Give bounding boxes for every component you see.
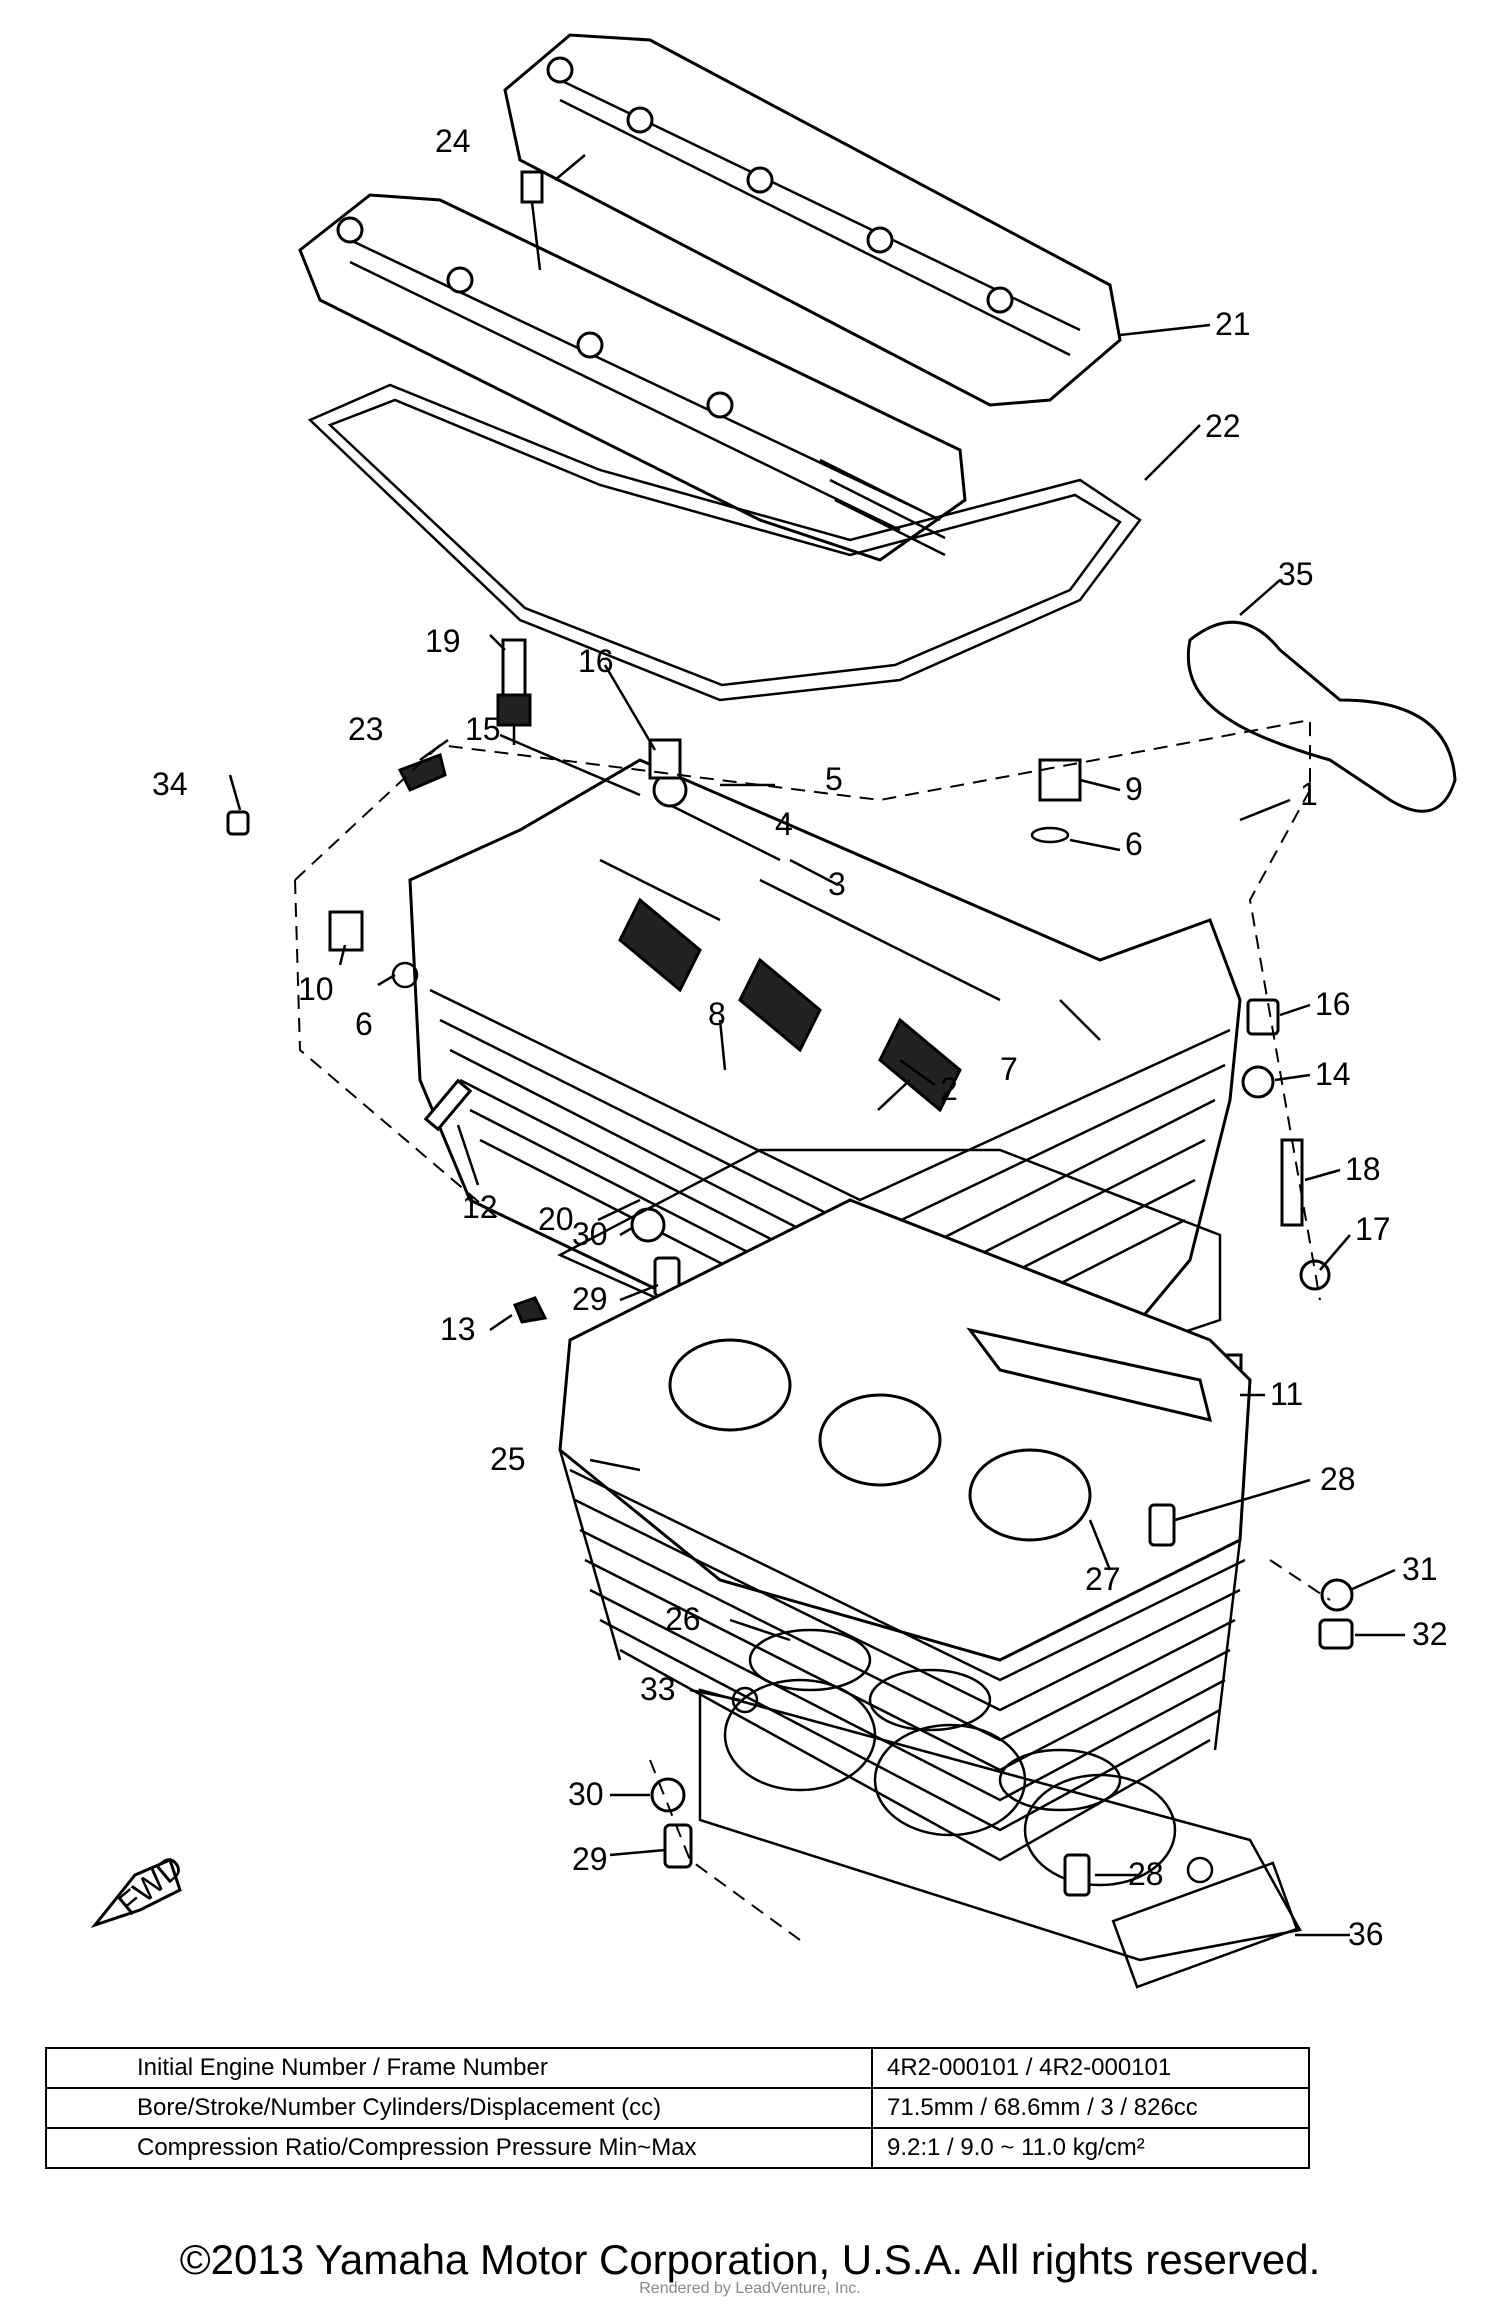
callout-18: 18 (1345, 1151, 1381, 1187)
callout-28-top: 28 (1320, 1461, 1356, 1497)
spec-row: Compression Ratio/Compression Pressure M… (45, 2127, 1310, 2169)
o-ring-right (1030, 826, 1070, 844)
callout-17: 17 (1355, 1211, 1391, 1247)
gasket-36 (1111, 1861, 1299, 1989)
head-bolt (1280, 1138, 1304, 1227)
stud-bolt (423, 1078, 473, 1132)
callout-34: 34 (152, 766, 188, 802)
head-cap-nut (1246, 998, 1280, 1036)
cam-cover-gasket (307, 383, 1142, 702)
callout-16-right: 16 (1315, 986, 1351, 1022)
spec-label: Bore/Stroke/Number Cylinders/Displacemen… (45, 2087, 873, 2129)
callout-15: 15 (465, 711, 501, 747)
spec-label: Compression Ratio/Compression Pressure M… (45, 2127, 873, 2169)
callout-13: 13 (440, 1311, 476, 1347)
nut-32 (1318, 1618, 1354, 1650)
callout-9: 9 (1125, 771, 1143, 807)
callout-4: 4 (775, 806, 793, 842)
plug-13 (513, 1296, 548, 1324)
callout-1: 1 (1300, 776, 1318, 812)
callout-8: 8 (708, 996, 726, 1032)
washer-31 (1320, 1578, 1354, 1612)
spec-value: 71.5mm / 68.6mm / 3 / 826cc (871, 2087, 1310, 2129)
callout-23: 23 (348, 711, 384, 747)
callout-2: 2 (940, 1071, 958, 1107)
o-ring-26b (868, 1668, 992, 1732)
callout-29-top: 29 (572, 1281, 608, 1317)
callout-14: 14 (1315, 1056, 1351, 1092)
manifold-gasket (1186, 620, 1457, 813)
breather-fitting (1038, 758, 1082, 802)
cylinder-head (408, 758, 1242, 1392)
callout-36: 36 (1348, 1916, 1384, 1952)
callout-32: 32 (1412, 1616, 1448, 1652)
callout-22: 22 (1205, 408, 1241, 444)
callout-10: 10 (298, 971, 334, 1007)
callout-27: 27 (1085, 1561, 1121, 1597)
callout-26: 26 (665, 1601, 701, 1637)
spec-table: Initial Engine Number / Frame Number 4R2… (45, 2047, 1310, 2169)
callout-29-bottom: 29 (572, 1841, 608, 1877)
callout-33: 33 (640, 1671, 676, 1707)
watermark-text: Rendered by LeadVenture, Inc. (639, 2280, 861, 2297)
spec-row: Initial Engine Number / Frame Number 4R2… (45, 2047, 1310, 2089)
tensioner-plug (328, 910, 364, 952)
cam-cover-rear (503, 33, 1122, 407)
fwd-arrow-icon: FWD (90, 1848, 190, 1929)
washer-14 (1241, 1065, 1275, 1099)
callout-11: 11 (1270, 1376, 1303, 1412)
dowel-pin (226, 810, 250, 836)
callout-19: 19 (425, 623, 461, 659)
callout-6-left: 6 (355, 1006, 373, 1042)
dowel-28-top (1148, 1503, 1176, 1547)
copyright-notice: ©2013 Yamaha Motor Corporation, U.S.A. A… (179, 2236, 1321, 2283)
dowel-28-bottom (1063, 1853, 1091, 1897)
callout-30-top: 30 (572, 1216, 608, 1252)
callout-28-bottom: 28 (1128, 1856, 1164, 1892)
callout-12: 12 (462, 1189, 498, 1225)
spec-row: Bore/Stroke/Number Cylinders/Displacemen… (45, 2087, 1310, 2129)
o-ring-26 (748, 1628, 872, 1692)
dowel-29-bottom (663, 1823, 693, 1869)
cam-cover-front (298, 193, 967, 562)
cylinder-block (558, 1198, 1252, 1862)
callout-30-bottom: 30 (568, 1776, 604, 1812)
exploded-parts-diagram: FWD 1 2 3 4 5 6 6 7 8 9 10 11 12 13 (90, 33, 1457, 1989)
callout-5: 5 (825, 761, 843, 797)
callout-31: 31 (1402, 1551, 1438, 1587)
cam-chain-tensioner-guide (397, 753, 447, 792)
spec-label: Initial Engine Number / Frame Number (45, 2047, 873, 2089)
callout-3: 3 (828, 866, 846, 902)
callout-24: 24 (435, 123, 471, 159)
callout-21: 21 (1215, 306, 1251, 342)
o-ring-26c (998, 1748, 1122, 1812)
callout-7: 7 (1000, 1051, 1018, 1087)
callout-25: 25 (490, 1441, 526, 1477)
spec-value: 4R2-000101 / 4R2-000101 (871, 2047, 1310, 2089)
base-gasket (698, 1678, 1302, 1962)
spark-plug (496, 638, 532, 745)
callout-6-right: 6 (1125, 826, 1143, 862)
callout-16-top: 16 (578, 643, 614, 679)
callout-20: 20 (538, 1201, 574, 1237)
spec-value: 9.2:1 / 9.0 ~ 11.0 kg/cm² (871, 2127, 1310, 2169)
cover-bolt (520, 170, 544, 271)
callout-35: 35 (1278, 556, 1314, 592)
